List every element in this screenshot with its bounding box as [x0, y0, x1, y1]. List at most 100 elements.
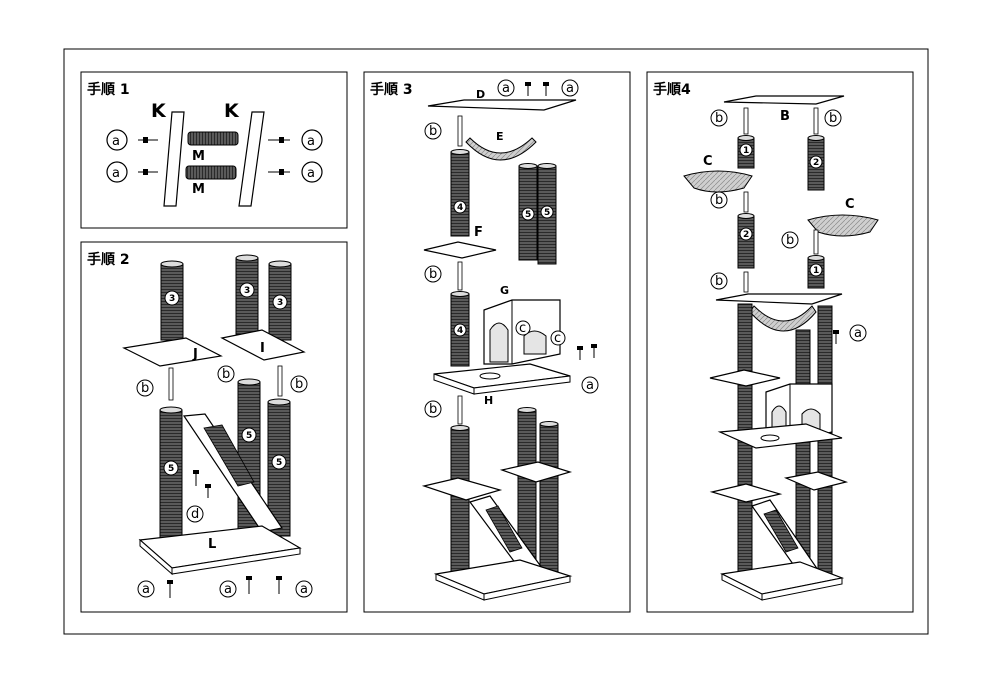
top-platform-b: [723, 95, 845, 105]
svg-text:b: b: [829, 111, 837, 126]
part-label-c-right: C: [845, 197, 855, 212]
svg-text:b: b: [715, 274, 723, 289]
post-number-badge: 1: [809, 263, 823, 277]
hardware-b-icon: b: [710, 109, 728, 127]
screw-icon: [833, 330, 839, 344]
post-number-badge: 5: [540, 205, 554, 219]
svg-text:a: a: [112, 134, 120, 149]
hardware-a-icon: a: [295, 580, 313, 598]
hardware-b-icon: b: [424, 400, 442, 418]
part-label-k-right: K: [224, 100, 240, 122]
svg-text:1: 1: [743, 146, 749, 156]
svg-text:c: c: [554, 331, 561, 346]
svg-text:a: a: [854, 326, 862, 341]
screw-icon: [205, 484, 211, 498]
step2-panel: 手順 2 3 3 3 J I b b b 5 5 5: [80, 241, 348, 613]
part-label-k-left: K: [151, 100, 167, 122]
step4-title: 手順4: [653, 81, 691, 98]
svg-text:4: 4: [457, 326, 463, 336]
svg-text:2: 2: [813, 158, 819, 168]
step1-panel: 手順 1 K K M M a a a a: [80, 71, 348, 229]
svg-text:d: d: [191, 507, 199, 522]
part-label-f: F: [474, 225, 483, 240]
post-4-upper: [450, 151, 470, 237]
screw-icon: [543, 82, 549, 96]
hardware-c-icon: c: [515, 320, 531, 336]
svg-text:4: 4: [457, 203, 463, 213]
bed-c-right: [807, 214, 879, 237]
hardware-d-icon: d: [186, 505, 204, 523]
part-label-c-left: C: [703, 154, 713, 169]
part-label-g: G: [500, 284, 509, 297]
part-label-i: I: [260, 341, 265, 356]
hardware-a-icon: a: [106, 161, 128, 183]
hardware-b-icon: b: [710, 191, 728, 209]
svg-text:a: a: [307, 166, 315, 181]
ladder-rail-left: [163, 111, 185, 207]
hardware-c-icon: c: [550, 330, 566, 346]
svg-text:b: b: [786, 233, 794, 248]
step2-title: 手順 2: [87, 251, 130, 268]
svg-text:5: 5: [525, 210, 531, 220]
platform-j: [122, 337, 223, 367]
rope-rung-top: [187, 131, 239, 146]
bed-c-left: [683, 170, 753, 193]
svg-text:5: 5: [168, 464, 174, 474]
screw-icon: [246, 576, 252, 594]
svg-text:a: a: [112, 166, 120, 181]
assembled-hammock: [749, 305, 817, 332]
step4-border: [646, 71, 914, 613]
post-number-badge: 4: [453, 200, 467, 214]
post-number-badge: 5: [521, 207, 535, 221]
step4-panel: 手順4 B b b 1 2 C b 2 C b 1 b: [646, 71, 914, 613]
svg-text:b: b: [429, 267, 437, 282]
svg-text:2: 2: [743, 230, 749, 240]
hardware-a-icon: a: [497, 79, 515, 97]
svg-text:b: b: [429, 402, 437, 417]
hardware-b-icon: b: [217, 365, 235, 383]
screw-icon: [276, 576, 282, 594]
svg-text:1: 1: [813, 266, 819, 276]
screw-icon: [591, 344, 597, 358]
lower-post-right: [539, 423, 559, 581]
part-label-m-top: M: [192, 149, 205, 164]
part-label-h: H: [484, 394, 493, 407]
screw-icon: [525, 82, 531, 96]
svg-text:3: 3: [169, 294, 175, 304]
hardware-a-icon: a: [106, 129, 128, 151]
part-label-m-bottom: M: [192, 182, 205, 197]
step2-border: [80, 241, 348, 613]
part-label-l: L: [208, 537, 216, 552]
svg-text:5: 5: [246, 431, 252, 441]
hardware-b-icon: b: [136, 379, 154, 397]
rope-rung-bottom: [185, 165, 237, 180]
step1-border: [80, 71, 348, 229]
post-number-badge: 1: [739, 143, 753, 157]
hardware-b-icon: b: [710, 272, 728, 290]
post-number-badge: 5: [241, 427, 257, 443]
post-number-badge: 2: [809, 155, 823, 169]
hardware-a-icon: a: [301, 161, 323, 183]
svg-text:a: a: [502, 81, 510, 96]
step3-border: [363, 71, 631, 613]
svg-text:a: a: [142, 582, 150, 597]
outer-frame: [63, 48, 929, 635]
lower-post-left: [450, 427, 470, 575]
post-number-badge: 3: [164, 290, 180, 306]
hardware-a-icon: a: [301, 129, 323, 151]
post-number-badge: 2: [739, 227, 753, 241]
svg-text:a: a: [566, 81, 574, 96]
hardware-b-icon: b: [781, 231, 799, 249]
svg-text:5: 5: [544, 208, 550, 218]
part-label-b: B: [780, 109, 790, 124]
svg-text:a: a: [307, 134, 315, 149]
svg-text:b: b: [429, 124, 437, 139]
part-label-e: E: [496, 130, 504, 143]
svg-text:a: a: [586, 378, 594, 393]
svg-text:5: 5: [276, 458, 282, 468]
screw-icon: [193, 470, 199, 486]
screw-icon: [268, 137, 290, 143]
top-platform-d: [427, 99, 577, 111]
svg-text:a: a: [300, 582, 308, 597]
ladder-rail-right: [238, 111, 265, 207]
